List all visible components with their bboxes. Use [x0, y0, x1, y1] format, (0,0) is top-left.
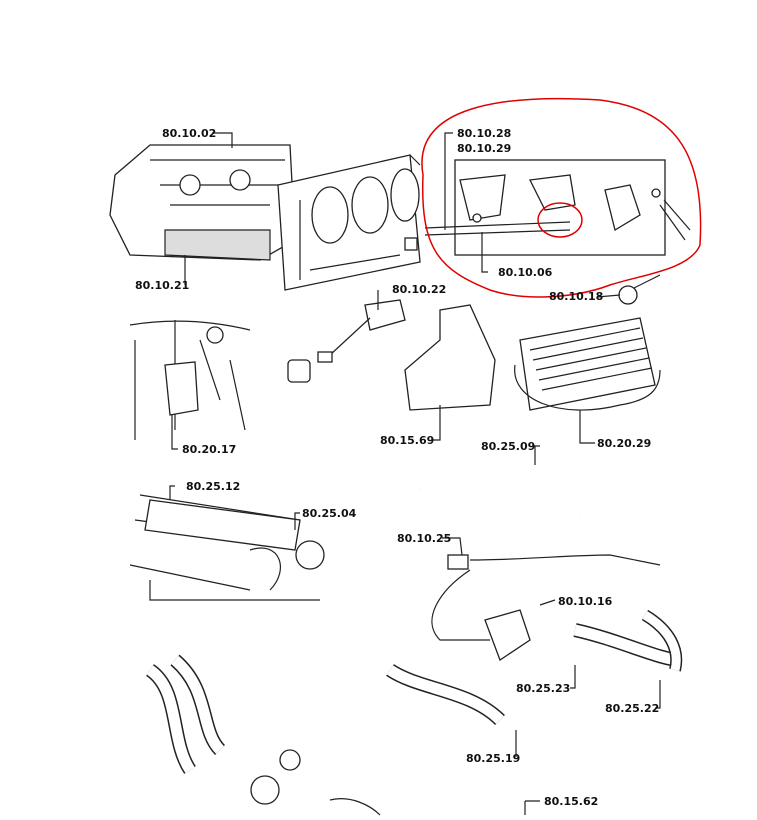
part-label-80-10-16: 80.10.16: [558, 595, 613, 608]
engine-bay-detail: [129, 494, 325, 601]
part-label-80-20-17: 80.20.17: [182, 443, 237, 456]
part-label-80-10-21: 80.10.21: [135, 279, 190, 292]
part-label-80-15-69: 80.15.69: [380, 434, 435, 447]
air-duct: [404, 304, 496, 411]
part-label-80-10-02: 80.10.02: [162, 127, 217, 140]
part-label-80-10-18: 80.10.18: [549, 290, 604, 303]
part-label-80-10-28: 80.10.28: [457, 127, 512, 140]
heater-core: [514, 317, 661, 411]
part-label-80-25-09: 80.25.09: [481, 440, 536, 453]
part-label-80-25-04: 80.25.04: [302, 507, 357, 520]
part-label-80-25-22: 80.25.22: [605, 702, 660, 715]
part-label-80-20-29: 80.20.29: [597, 437, 652, 450]
part-label-80-10-25: 80.10.25: [397, 532, 452, 545]
part-label-80-25-19: 80.25.19: [466, 752, 521, 765]
part-label-80-25-23: 80.25.23: [516, 682, 571, 695]
part-label-80-10-29: 80.10.29: [457, 142, 512, 155]
leader-lines: [169, 132, 661, 815]
heater-control-assembly: [109, 144, 421, 291]
control-panel-detail: [421, 97, 702, 305]
part-label-80-10-06: 80.10.06: [498, 266, 553, 279]
switch-part: [287, 299, 406, 383]
part-label-80-10-22: 80.10.22: [392, 283, 447, 296]
part-label-80-25-12: 80.25.12: [186, 480, 241, 493]
hose-assembly: [386, 470, 683, 726]
part-label-80-15-62: 80.15.62: [544, 795, 599, 808]
lower-hoses: [145, 654, 381, 816]
blower-motor-detail: [129, 320, 251, 440]
